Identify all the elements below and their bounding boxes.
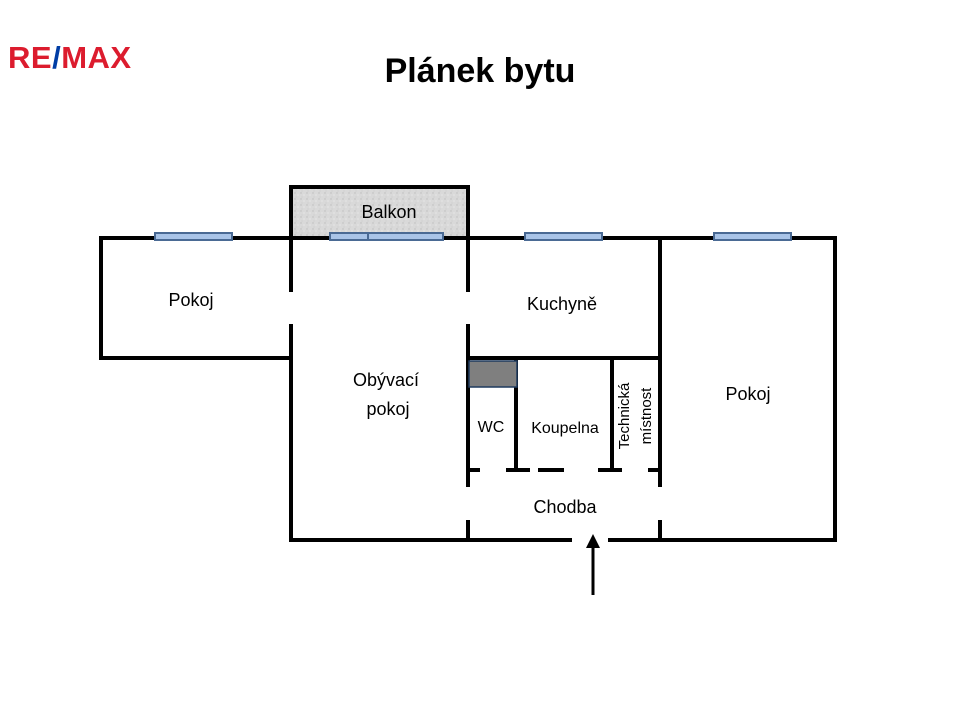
label-kitchen: Kuchyně <box>527 294 597 314</box>
label-living-line2: pokoj <box>366 399 409 419</box>
label-technical-line1: Technická <box>616 382 633 449</box>
window-kitchen <box>524 232 603 241</box>
entrance-arrow <box>586 534 600 595</box>
logo-slash: / <box>52 40 61 75</box>
label-right-room: Pokoj <box>725 384 770 404</box>
label-hallway: Chodba <box>533 497 597 517</box>
balcony-area <box>291 187 468 238</box>
label-wc: WC <box>478 419 505 436</box>
window-right-room <box>713 232 792 241</box>
label-living-line1: Obývací <box>353 370 419 390</box>
window-living-2 <box>367 232 444 241</box>
wc-fixture <box>468 360 518 388</box>
svg-text:RE/MAX: RE/MAX <box>8 40 132 75</box>
window-living-1 <box>329 232 369 241</box>
windows <box>154 232 792 241</box>
label-bathroom: Koupelna <box>531 420 599 437</box>
walls <box>99 185 837 542</box>
page-title: Plánek bytu <box>384 52 576 90</box>
label-balcony: Balkon <box>361 202 416 222</box>
label-technical-line2: místnost <box>638 387 655 445</box>
window-left-room <box>154 232 233 241</box>
logo-max: MAX <box>61 40 131 75</box>
logo-re: RE <box>8 40 52 75</box>
remax-logo: RE/MAX <box>8 40 132 75</box>
label-left-room: Pokoj <box>168 290 213 310</box>
